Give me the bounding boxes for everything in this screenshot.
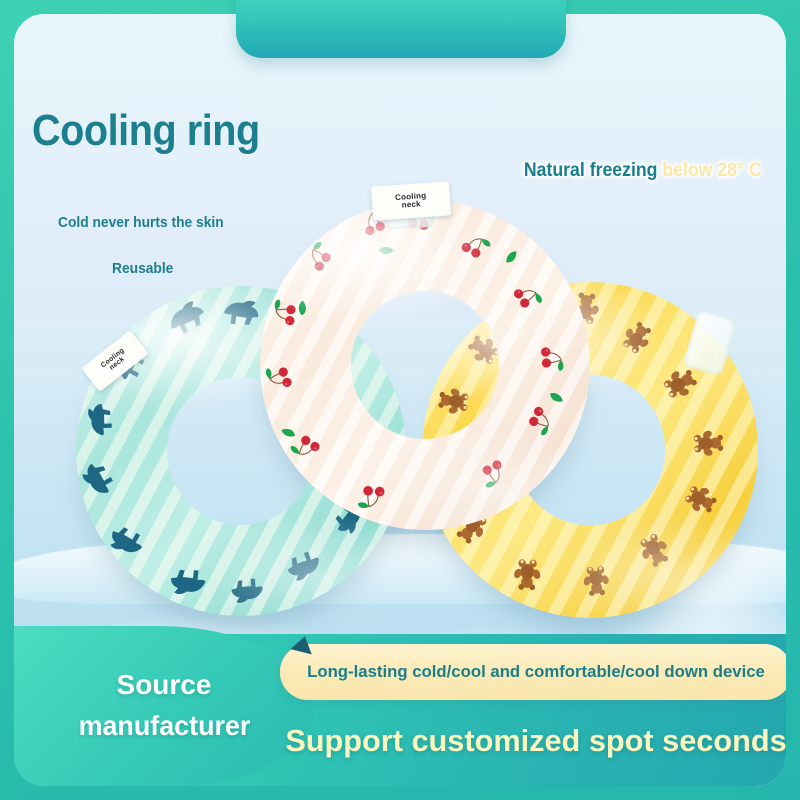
page-title: Cooling ring <box>32 106 260 155</box>
freezing-badge: Natural freezing below 28° C <box>524 160 762 182</box>
cherry-pattern-icon <box>263 204 565 511</box>
freezing-badge-highlight: below 28° C <box>662 160 762 181</box>
source-manufacturer-block: Source manufacturer <box>14 626 314 786</box>
promo-pill-text: Long-lasting cold/cool and comfortable/c… <box>307 662 765 681</box>
hang-tag-cream: Cooling neck <box>370 181 452 221</box>
top-hanging-tab <box>236 0 566 58</box>
source-line-1: Source <box>116 669 212 701</box>
product-ring-cream[interactable] <box>260 200 590 530</box>
feature-text-skin: Cold never hurts the skin <box>58 214 224 231</box>
inner-card: Cooling ring Cold never hurts the skin R… <box>14 14 786 786</box>
promo-secondary: Support customized spot seconds <box>279 714 786 768</box>
promo-pill: Long-lasting cold/cool and comfortable/c… <box>279 644 786 700</box>
freezing-badge-lead: Natural freezing <box>524 160 658 181</box>
ring-band <box>260 200 590 530</box>
feature-text-reusable: Reusable <box>112 260 174 277</box>
promo-secondary-text: Support customized spot seconds <box>285 723 786 758</box>
tag-line-2: neck <box>401 199 422 210</box>
source-line-2: manufacturer <box>78 710 250 741</box>
